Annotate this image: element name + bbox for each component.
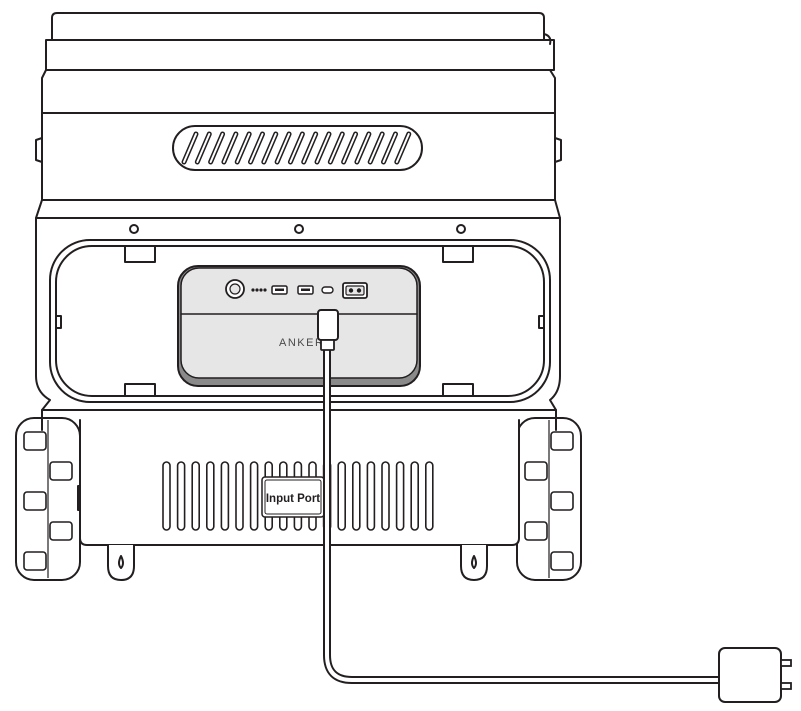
rear-body (35, 217, 561, 431)
device-ports (225, 279, 368, 299)
power-button-icon[interactable] (225, 279, 245, 299)
usb-c-port-icon[interactable] (321, 286, 334, 294)
cable-connector (317, 309, 339, 341)
input-port-callout: Input Port (261, 476, 325, 518)
screw-hole-right (456, 224, 466, 234)
upper-body (35, 69, 562, 219)
input-port-label: Input Port (266, 493, 320, 505)
usb-a-port-icon[interactable] (271, 285, 288, 295)
charging-cable (317, 309, 722, 684)
led-indicator-icon (251, 288, 267, 292)
brand-label: ANKER (279, 337, 324, 349)
left-wheel (15, 417, 89, 581)
ac-input-port-icon[interactable] (342, 282, 368, 299)
right-wheel (508, 417, 582, 581)
mount-lug-left (107, 544, 135, 581)
usb-a-port-icon[interactable] (297, 285, 314, 295)
mount-lug-right (460, 544, 488, 581)
top-vent-grille (172, 125, 423, 171)
screw-hole-center (294, 224, 304, 234)
top-lid (45, 12, 555, 71)
screw-hole-left (129, 224, 139, 234)
power-bank-module: ANKER (177, 265, 421, 387)
ac-plug-icon (718, 647, 792, 703)
